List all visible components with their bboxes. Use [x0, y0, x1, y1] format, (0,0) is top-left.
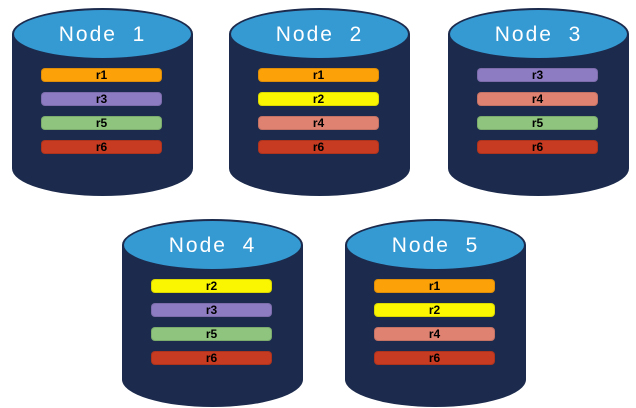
replica-bar: r2: [258, 92, 379, 106]
replica-label: r6: [205, 351, 218, 365]
cylinder-top-ellipse-icon: Node 1: [12, 8, 193, 60]
replica-list: r1 r2 r4 r6: [374, 279, 495, 365]
node-label: Node 5: [391, 234, 480, 257]
cylinder-top-ellipse-icon: Node 4: [122, 219, 303, 271]
replica-label: r1: [312, 68, 325, 82]
node-label: Node 2: [275, 23, 364, 46]
database-node-1: Node 1 r1 r3 r5 r6: [12, 8, 193, 196]
replica-label: r4: [312, 116, 325, 130]
replica-label: r2: [205, 279, 218, 293]
replica-label: r5: [95, 116, 108, 130]
replica-bar: r1: [41, 68, 162, 82]
replica-label: r5: [531, 116, 544, 130]
node-label: Node 3: [494, 23, 583, 46]
cylinder-top-ellipse-icon: Node 3: [448, 8, 629, 60]
database-node-4: Node 4 r2 r3 r5 r6: [122, 219, 303, 407]
replica-bar: r3: [41, 92, 162, 106]
cylinder-top-ellipse-icon: Node 5: [345, 219, 526, 271]
replica-bar: r3: [477, 68, 598, 82]
replica-label: r4: [531, 92, 544, 106]
replica-label: r5: [205, 327, 218, 341]
replica-label: r3: [95, 92, 108, 106]
replica-bar: r5: [151, 327, 272, 341]
replica-bar: r6: [258, 140, 379, 154]
replica-bar: r6: [374, 351, 495, 365]
node-label: Node 1: [58, 23, 147, 46]
cylinder-top-ellipse-icon: Node 2: [229, 8, 410, 60]
replica-label: r6: [312, 140, 325, 154]
cylinder-body-icon: [229, 34, 410, 196]
replica-list: r3 r4 r5 r6: [477, 68, 598, 154]
replica-bar: r3: [151, 303, 272, 317]
replica-bar: r4: [258, 116, 379, 130]
replica-label: r1: [95, 68, 108, 82]
replica-list: r1 r3 r5 r6: [41, 68, 162, 154]
replica-label: r2: [428, 303, 441, 317]
replica-list: r2 r3 r5 r6: [151, 279, 272, 365]
replica-bar: r6: [151, 351, 272, 365]
replica-bar: r6: [41, 140, 162, 154]
cylinder-body-icon: [345, 245, 526, 407]
replica-label: r6: [531, 140, 544, 154]
replica-list: r1 r2 r4 r6: [258, 68, 379, 154]
database-node-3: Node 3 r3 r4 r5 r6: [448, 8, 629, 196]
replica-label: r3: [205, 303, 218, 317]
replica-bar: r1: [374, 279, 495, 293]
replica-label: r1: [428, 279, 441, 293]
cylinder-body-icon: [12, 34, 193, 196]
replica-bar: r2: [374, 303, 495, 317]
replica-label: r2: [312, 92, 325, 106]
replica-label: r6: [428, 351, 441, 365]
replica-label: r6: [95, 140, 108, 154]
cylinder-body-icon: [122, 245, 303, 407]
cylinder-body-icon: [448, 34, 629, 196]
replica-bar: r4: [374, 327, 495, 341]
replica-bar: r6: [477, 140, 598, 154]
replica-bar: r4: [477, 92, 598, 106]
replica-bar: r2: [151, 279, 272, 293]
replica-label: r4: [428, 327, 441, 341]
replica-label: r3: [531, 68, 544, 82]
replica-bar: r5: [477, 116, 598, 130]
replica-bar: r1: [258, 68, 379, 82]
database-node-2: Node 2 r1 r2 r4 r6: [229, 8, 410, 196]
database-node-5: Node 5 r1 r2 r4 r6: [345, 219, 526, 407]
node-label: Node 4: [168, 234, 257, 257]
replica-bar: r5: [41, 116, 162, 130]
